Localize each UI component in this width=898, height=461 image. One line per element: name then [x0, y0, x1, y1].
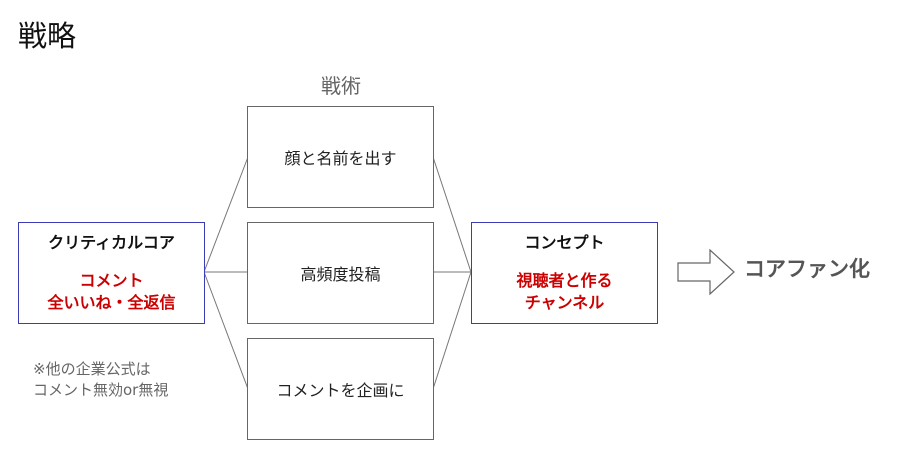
- connector-core-tactic-1: [203, 156, 249, 273]
- critical-core-box: クリティカルコア コメント 全いいね・全返信: [18, 222, 205, 324]
- critical-core-line-1: コメント: [79, 271, 144, 291]
- critical-core-line-2: 全いいね・全返信: [47, 292, 176, 312]
- note-line-2: コメント無効or無視: [33, 381, 169, 399]
- concept-line-1: 視聴者と作る: [516, 271, 613, 291]
- note-text: ※他の企業公式は コメント無効or無視: [33, 359, 168, 401]
- right-arrow-icon: [677, 248, 735, 296]
- critical-core-heading: クリティカルコア: [48, 232, 175, 252]
- note-line-1: ※他の企業公式は: [33, 360, 151, 378]
- connector-tactic-1-concept: [432, 156, 472, 273]
- tactic-box-1: 顔と名前を出す: [247, 106, 434, 208]
- tactics-label: 戦術: [321, 74, 361, 98]
- connector-core-tactic-3: [203, 271, 249, 390]
- concept-line-2: チャンネル: [524, 292, 605, 312]
- result-label: コアファン化: [744, 257, 870, 281]
- connector-tactic-3-concept: [432, 271, 472, 390]
- tactic-label-2: 高頻度投稿: [300, 265, 381, 284]
- tactic-label-1: 顔と名前を出す: [284, 149, 397, 168]
- concept-box: コンセプト 視聴者と作る チャンネル: [471, 222, 658, 324]
- concept-heading: コンセプト: [524, 232, 605, 252]
- tactic-label-3: コメントを企画に: [276, 381, 405, 400]
- page-title: 戦略: [18, 19, 77, 53]
- tactic-box-2: 高頻度投稿: [247, 222, 434, 324]
- tactic-box-3: コメントを企画に: [247, 338, 434, 440]
